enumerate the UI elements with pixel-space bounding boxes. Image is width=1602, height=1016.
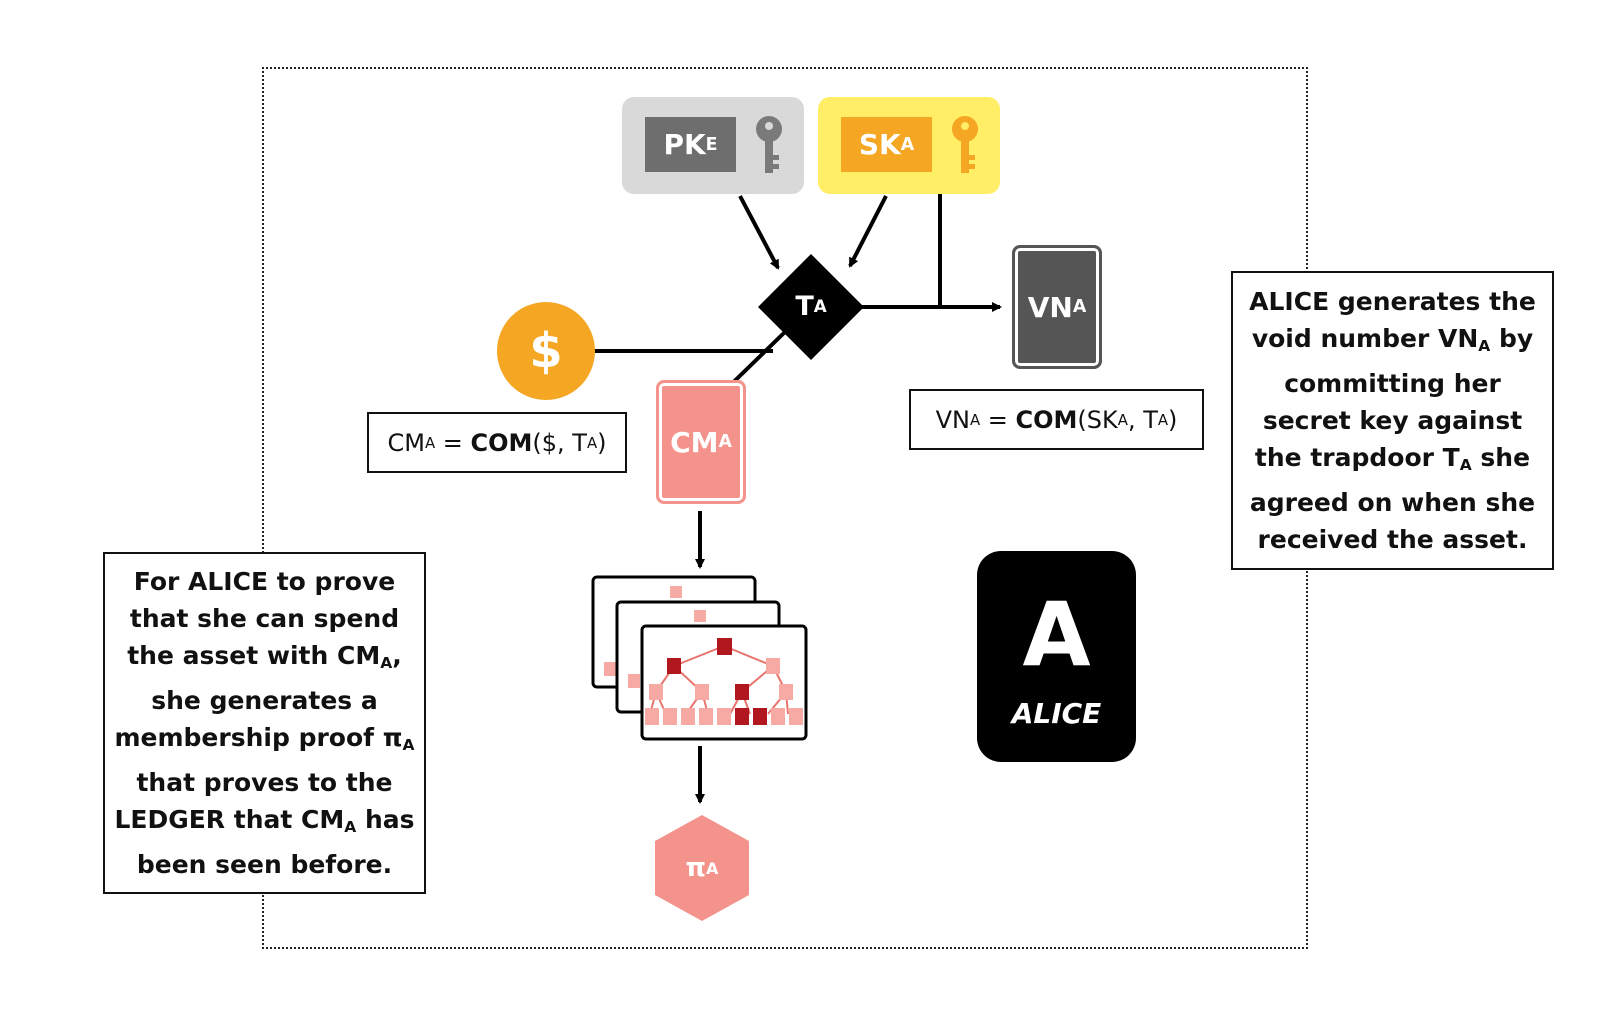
tree-node [645,708,659,725]
tree-node [771,708,785,725]
tree-node [670,586,682,598]
alice-badge: A ALICE [977,551,1136,762]
actor-letter: A [1022,583,1091,686]
proof-hexagon [655,815,749,921]
trapdoor-diamond [758,254,864,360]
tree-node-path [753,708,767,725]
tree-node [604,662,616,676]
merkle-tree-stack [591,575,808,741]
pk-to-trapdoor-arrow [738,195,780,270]
sk-to-trapdoor-arrow [848,195,888,268]
tree-node [649,684,663,700]
membership-proof-note: For ALICE to prove that she can spend th… [103,552,426,894]
tree-edges [649,645,789,715]
actor-name: ALICE [1011,697,1102,730]
tree-node-path [717,638,732,655]
tree-node [766,658,780,674]
void-number-note: ALICE generates the void number VNA by c… [1231,271,1554,570]
asset-coin: $ [497,302,595,400]
tree-node [695,684,709,700]
tree-node [628,674,640,688]
key-icon [756,116,782,173]
tree-node-path [735,708,749,725]
tree-node [699,708,713,725]
tree-node [681,708,695,725]
tree-node-path [735,684,749,700]
dollar-icon: $ [529,323,563,379]
tree-node [717,708,731,725]
tree-node-path [667,658,681,674]
tree-node [789,708,803,725]
tree-node [694,610,706,622]
proof-shape [655,815,749,921]
tree-node [779,684,793,700]
tree-node [663,708,677,725]
key-icon [952,116,978,173]
